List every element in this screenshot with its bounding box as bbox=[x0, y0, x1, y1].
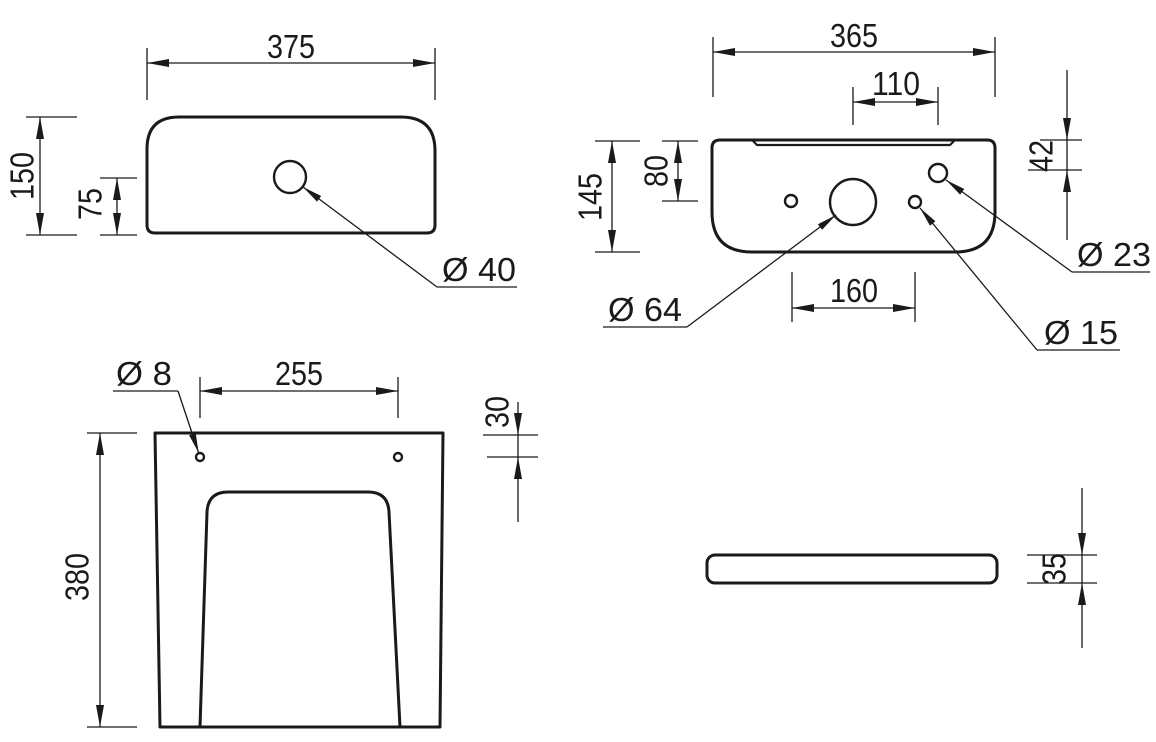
arrowhead bbox=[973, 48, 995, 56]
arrowhead bbox=[147, 59, 169, 67]
dim-label: 255 bbox=[275, 355, 323, 392]
dim-label: Ø 40 bbox=[442, 251, 516, 288]
arrowhead bbox=[200, 387, 222, 395]
dim-label: Ø 64 bbox=[608, 291, 682, 328]
dim-label: 160 bbox=[830, 272, 878, 309]
arrowhead bbox=[674, 179, 682, 201]
dim-label: 80 bbox=[638, 155, 675, 187]
arrowhead bbox=[36, 213, 44, 235]
lid-front-hole bbox=[272, 159, 308, 195]
dim-lid-thickness: 35 bbox=[1027, 488, 1097, 648]
leader-line bbox=[302, 186, 438, 288]
arrowhead bbox=[893, 304, 915, 312]
arrowhead bbox=[413, 59, 435, 67]
leader-flush-valve-diameter: Ø 64 bbox=[603, 214, 837, 328]
dim-label: 380 bbox=[59, 553, 96, 601]
arrowhead bbox=[36, 117, 44, 139]
dim-label: 30 bbox=[479, 396, 516, 428]
arrowhead bbox=[713, 48, 735, 56]
cistern-inlet-hole bbox=[907, 194, 923, 210]
leader-inlet-hole-diameter: Ø 15 bbox=[919, 207, 1120, 351]
cistern-corner-hole bbox=[927, 162, 949, 184]
arrowhead bbox=[817, 215, 836, 230]
dim-label: Ø 8 bbox=[116, 355, 172, 392]
leader-line bbox=[919, 207, 1038, 351]
arrowhead bbox=[303, 187, 322, 202]
dim-lid-height: 150 bbox=[4, 116, 77, 236]
arrowhead bbox=[608, 141, 616, 163]
arrowhead bbox=[1063, 170, 1071, 192]
leader-line bbox=[945, 179, 1073, 273]
arrowhead bbox=[1078, 533, 1086, 555]
view-lid-front: 375 150 75 Ø 40 bbox=[4, 28, 517, 288]
cistern-small-left-hole bbox=[783, 193, 799, 209]
dim-label: 145 bbox=[572, 173, 609, 221]
arrowhead bbox=[189, 433, 199, 453]
arrowhead bbox=[674, 141, 682, 163]
leader-line bbox=[686, 214, 837, 328]
dim-pedestal-hole-drop: 30 bbox=[479, 396, 538, 522]
arrowhead bbox=[113, 178, 121, 200]
lid-front-outline bbox=[145, 115, 437, 235]
pedestal-fixing-hole-left bbox=[194, 451, 206, 463]
cistern-flush-valve-hole bbox=[828, 177, 878, 227]
dim-label: 35 bbox=[1036, 553, 1073, 585]
arrowhead bbox=[514, 457, 522, 479]
pedestal-opening bbox=[198, 490, 402, 729]
dim-label: 75 bbox=[72, 188, 109, 220]
dim-cistern-hole-row-depth: 80 bbox=[638, 140, 698, 202]
cistern-bottom-outline bbox=[710, 138, 997, 254]
dim-cistern-hole-spacing-bottom: 160 bbox=[791, 272, 916, 322]
view-pedestal-back: 255 Ø 8 30 380 bbox=[59, 355, 538, 729]
dim-label: 110 bbox=[872, 65, 920, 102]
view-lid-profile: 35 bbox=[705, 488, 1097, 648]
dim-cistern-corner-hole-depth: 42 bbox=[1023, 70, 1082, 240]
dim-lid-hole-height: 75 bbox=[72, 177, 137, 236]
arrowhead bbox=[113, 213, 121, 235]
leader-corner-hole-diameter: Ø 23 bbox=[945, 179, 1151, 273]
dim-cistern-hole-spacing-top: 110 bbox=[852, 65, 939, 125]
arrowhead bbox=[792, 304, 814, 312]
dim-pedestal-height: 380 bbox=[59, 432, 137, 728]
dim-cistern-depth: 145 bbox=[572, 140, 640, 253]
arrowhead bbox=[96, 705, 104, 727]
arrowhead bbox=[920, 208, 936, 226]
pedestal-outline bbox=[153, 431, 445, 729]
lid-profile-outline bbox=[705, 553, 999, 585]
dim-pedestal-hole-spacing: 255 bbox=[199, 355, 399, 418]
arrowhead bbox=[946, 180, 965, 195]
arrowhead bbox=[1063, 118, 1071, 140]
cistern-lid-seam bbox=[752, 140, 955, 147]
arrowhead bbox=[853, 98, 875, 106]
dim-label: 150 bbox=[4, 152, 41, 200]
arrowhead bbox=[96, 433, 104, 455]
dim-label: Ø 23 bbox=[1077, 236, 1151, 273]
pedestal-fixing-hole-right bbox=[392, 451, 404, 463]
arrowhead bbox=[514, 413, 522, 435]
dim-label: 375 bbox=[267, 28, 315, 65]
arrowhead bbox=[608, 230, 616, 252]
arrowhead bbox=[376, 387, 398, 395]
leader-fixing-hole-diameter: Ø 8 bbox=[113, 355, 200, 454]
arrowhead bbox=[916, 98, 938, 106]
arrowhead bbox=[1078, 583, 1086, 605]
dim-label: 365 bbox=[830, 17, 878, 54]
dim-lid-width: 375 bbox=[146, 28, 436, 100]
dim-label: 42 bbox=[1023, 140, 1060, 172]
leader-lid-hole-diameter: Ø 40 bbox=[302, 186, 517, 288]
dim-cistern-width: 365 bbox=[712, 17, 996, 97]
view-cistern-bottom: 365 110 145 80 bbox=[572, 17, 1151, 351]
dim-label: Ø 15 bbox=[1044, 314, 1118, 351]
